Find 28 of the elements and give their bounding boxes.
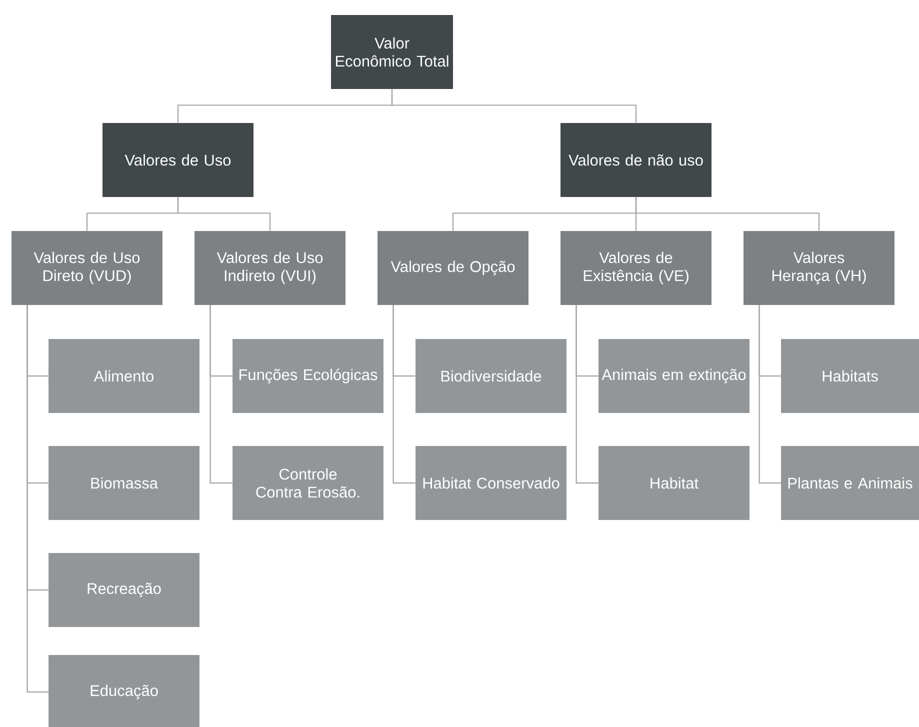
item-box: Funções Ecológicas — [232, 338, 384, 413]
connector-line — [576, 305, 598, 484]
category-box: Valores de Uso — [102, 122, 254, 197]
item-box: Alimento — [48, 338, 200, 413]
connector-line — [26, 305, 48, 693]
category-box: Valores de Existência (VE) — [560, 230, 712, 305]
item-box: Biomassa — [48, 446, 200, 520]
connector-line — [758, 305, 781, 484]
item-box: Controle Contra Erosão. — [232, 446, 384, 520]
item-box: Educação — [48, 654, 200, 727]
item-box: Habitat — [598, 446, 750, 520]
category-box: Valores de Opção — [378, 230, 528, 305]
connector-line — [392, 305, 416, 484]
item-box: Biodiversidade — [416, 338, 566, 413]
category-box: Valores Herança (VH) — [744, 230, 894, 305]
connector-line — [210, 305, 232, 484]
item-box: Animais em extinção — [598, 338, 750, 413]
item-box: Recreação — [48, 552, 200, 627]
connector-line — [635, 197, 820, 231]
category-box: Valores de não uso — [560, 122, 712, 197]
item-box: Plantas e Animais — [781, 446, 919, 520]
connector-line — [391, 89, 637, 123]
item-box: Habitat Conservado — [416, 446, 566, 520]
category-box: Valores de Uso Direto (VUD) — [12, 230, 162, 305]
connector-line — [177, 197, 271, 231]
item-box: Habitats — [781, 338, 919, 413]
category-box: Valores de Uso Indireto (VUI) — [194, 230, 346, 305]
category-box: Valor Econômico Total — [331, 14, 453, 89]
